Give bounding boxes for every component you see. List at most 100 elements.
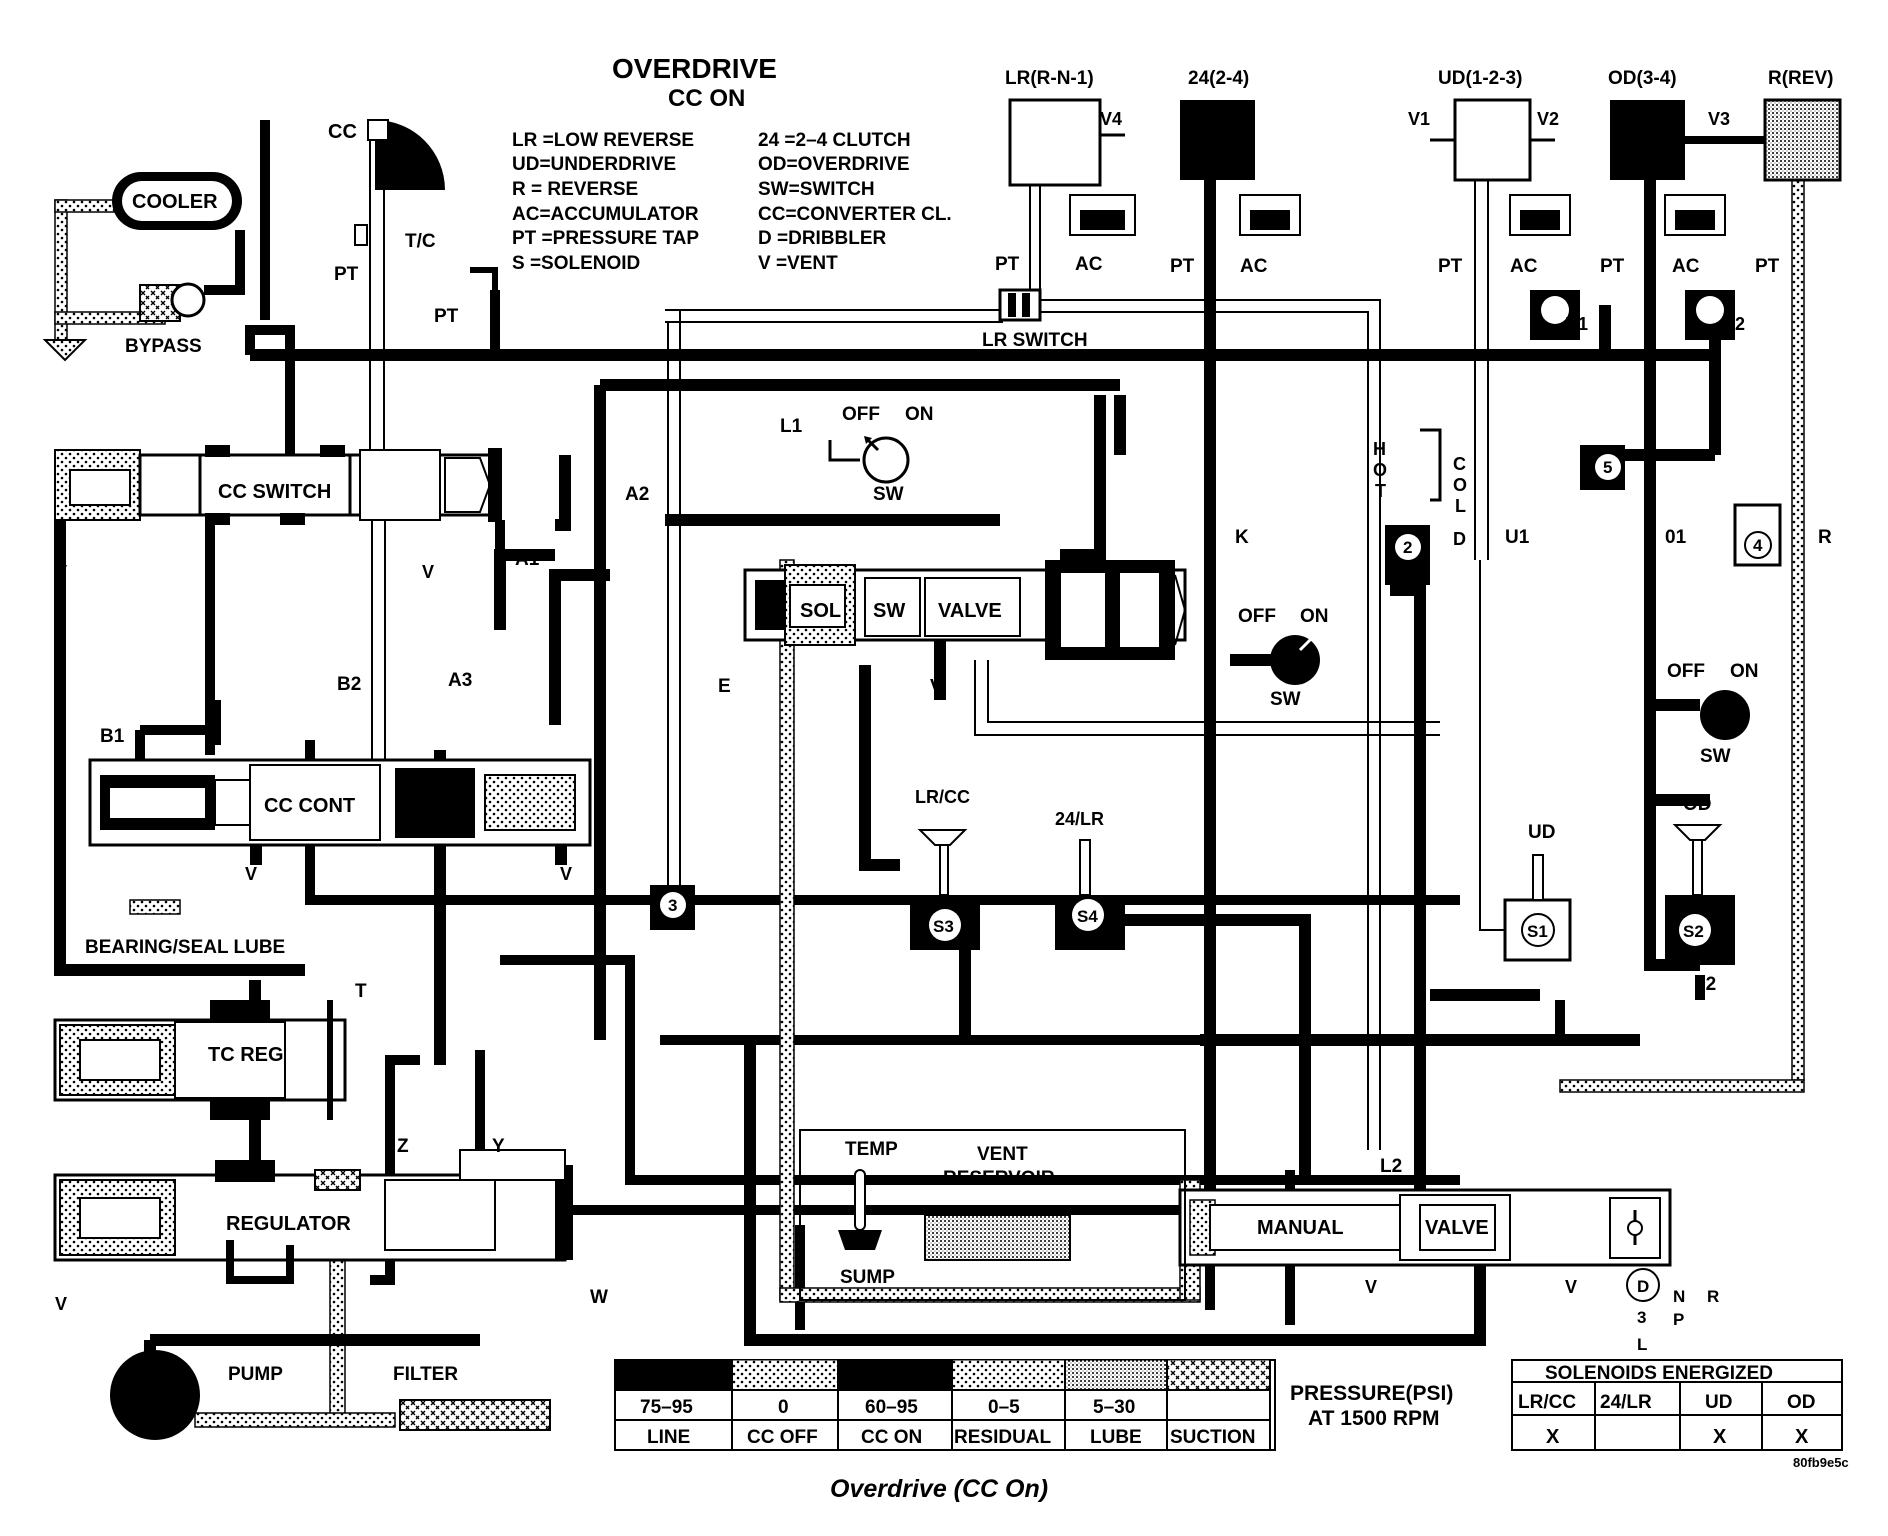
cooler-label: COOLER <box>132 191 218 213</box>
ball-3: 3 <box>668 896 677 915</box>
b1-label: B1 <box>100 726 125 747</box>
pt-ud: PT <box>1438 256 1463 277</box>
vent-5: V <box>55 1294 67 1314</box>
e-label: E <box>718 676 731 697</box>
v1-label: V1 <box>1408 109 1430 129</box>
lr-pressure-switch <box>828 436 910 484</box>
legend-val-residual: 0–5 <box>988 1397 1020 1418</box>
figure-code: 80fb9e5c <box>1793 1455 1849 1470</box>
caption: Overdrive (CC On) <box>830 1475 1048 1503</box>
d1-label: D1 <box>1565 314 1588 334</box>
s2-text: S2 <box>1683 922 1704 941</box>
header-od: OD(3-4) <box>1608 68 1677 89</box>
off-1: OFF <box>842 404 880 425</box>
pt-tc: PT <box>334 264 359 285</box>
sw-label: SW <box>873 600 905 622</box>
gear-r: R <box>1707 1287 1719 1306</box>
lrcc-label: LR/CC <box>915 787 970 807</box>
vent-4: V <box>560 864 572 884</box>
torque-converter <box>354 119 498 300</box>
a1-label: A1 <box>515 549 540 570</box>
on-3: ON <box>1730 661 1759 682</box>
vent-7: V <box>1365 1277 1377 1297</box>
a2-label: A2 <box>625 484 649 505</box>
tc-reg-label: TC REG <box>208 1044 284 1066</box>
ball-5: 5 <box>1603 458 1612 477</box>
pump-label: PUMP <box>228 1364 283 1385</box>
header-lr: LR(R-N-1) <box>1005 68 1094 89</box>
check-balls <box>650 525 1430 930</box>
title: OVERDRIVE <box>612 53 777 84</box>
ac-24: AC <box>1240 256 1268 277</box>
temp-label: TEMP <box>845 1139 898 1160</box>
se-val-1: X <box>1546 1426 1560 1448</box>
se-col-4: OD <box>1787 1392 1816 1413</box>
pressure-sub: AT 1500 RPM <box>1308 1407 1440 1430</box>
abbr-ac: AC=ACCUMULATOR <box>512 204 699 225</box>
ball-2: 2 <box>1403 538 1412 557</box>
abbr-sw: SW=SWITCH <box>758 179 875 200</box>
solenoids-energized-table: SOLENOIDS ENERGIZED LR/CC 24/LR UD OD X … <box>1511 1359 1843 1451</box>
vent-1: V <box>55 562 67 582</box>
vent-6: V <box>930 676 942 696</box>
u1-label: U1 <box>1505 527 1530 548</box>
vent-8: V <box>1565 1277 1577 1297</box>
on-2: ON <box>1300 606 1329 627</box>
solenoids <box>910 824 1735 965</box>
se-header: SOLENOIDS ENERGIZED <box>1545 1363 1773 1384</box>
l2-label: L2 <box>1380 1156 1402 1177</box>
manual-valve <box>1178 1188 1672 1302</box>
a3-label: A3 <box>448 670 472 691</box>
regulator-label: REGULATOR <box>226 1213 351 1235</box>
tc-reg-valve <box>53 1000 347 1120</box>
cooler-group <box>42 172 245 362</box>
ud-clutch <box>1390 98 1580 565</box>
subtitle: CC ON <box>668 85 745 112</box>
cold-l: L <box>1455 496 1466 516</box>
legend-name-suction: SUCTION <box>1170 1427 1256 1448</box>
bypass-label: BYPASS <box>125 336 202 357</box>
cold-o: O <box>1453 475 1467 495</box>
se-col-2: 24/LR <box>1600 1392 1652 1413</box>
s3-text: S3 <box>933 917 954 936</box>
legend-val-line: 75–95 <box>640 1397 693 1418</box>
gear-n: N <box>1673 1287 1685 1306</box>
line-pressure-passages <box>54 100 1721 1360</box>
o1-label: 01 <box>1665 527 1687 548</box>
cc-switch-valve <box>54 445 505 580</box>
cc-off-passages <box>369 100 1530 1150</box>
cc-switch-label: CC SWITCH <box>218 481 331 503</box>
pt-lr: PT <box>995 254 1020 275</box>
ac-ud: AC <box>1510 256 1538 277</box>
reservoir-label: RESERVOIR <box>943 1168 1055 1189</box>
se-val-3: X <box>1713 1426 1727 1448</box>
b2-label: B2 <box>337 674 361 695</box>
ac-od: AC <box>1672 256 1700 277</box>
header-24: 24(2-4) <box>1188 68 1249 89</box>
s1-text: S1 <box>1527 922 1548 941</box>
pressure-legend: 75–95 0 60–95 0–5 5–30 LINE CC OFF CC ON… <box>614 1359 1453 1451</box>
rev-clutch <box>1733 98 1842 567</box>
gear-d: D <box>1637 1277 1649 1296</box>
legend-name-residual: RESIDUAL <box>954 1427 1052 1448</box>
solenoid-switch-valve <box>743 560 1187 660</box>
legend-val-lube: 5–30 <box>1093 1397 1135 1418</box>
o2-label: 02 <box>1695 974 1716 995</box>
se-val-4: X <box>1795 1426 1809 1448</box>
abbr-s: S =SOLENOID <box>512 253 640 274</box>
od-sol-label: OD <box>1683 794 1712 815</box>
gear-p: P <box>1673 1310 1684 1329</box>
legend-val-ccon: 60–95 <box>865 1397 918 1418</box>
s4-top-label: 24/LR <box>1055 809 1104 829</box>
se-col-3: UD <box>1705 1392 1732 1413</box>
z-label: Z <box>397 1136 409 1157</box>
manual-label: MANUAL <box>1257 1217 1344 1239</box>
y-label: Y <box>492 1136 505 1157</box>
sol-label: SOL <box>800 600 841 622</box>
vent-3: V <box>245 864 257 884</box>
ball-4: 4 <box>1753 536 1763 555</box>
legend-val-ccoff: 0 <box>778 1397 789 1418</box>
l1-label: L1 <box>780 416 803 437</box>
v4-label: V4 <box>1100 109 1122 129</box>
